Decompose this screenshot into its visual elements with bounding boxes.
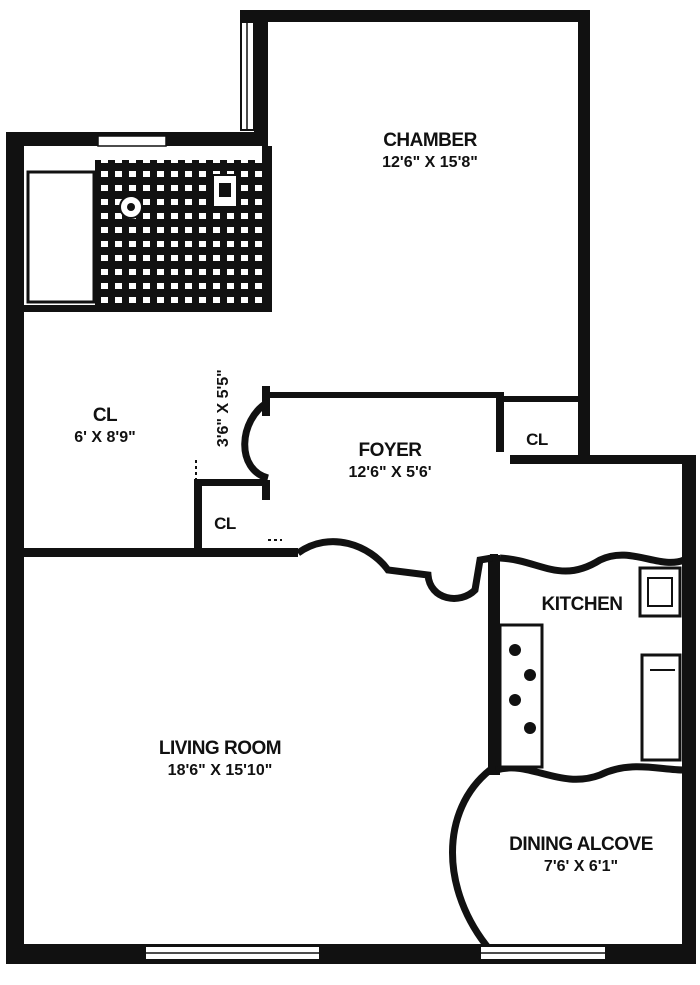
stove-icon (498, 623, 544, 769)
dining-alcove-dimensions: 7'6' X 6'1" (543, 857, 619, 875)
sink-icon (212, 174, 238, 208)
closet-foyer-name: CL (526, 430, 548, 449)
chamber-label: CHAMBER 12'6" X 15'8" (350, 130, 510, 172)
chamber-dimensions: 12'6" X 15'8" (382, 153, 478, 171)
toilet-icon (119, 195, 143, 219)
chamber-name: CHAMBER (383, 130, 477, 151)
closet-narrow-dimensions: 3'6" X 5'5" (214, 369, 232, 448)
living-room-label: LIVING ROOM 18'6" X 15'10" (130, 738, 310, 780)
kitchen-label: KITCHEN (522, 594, 642, 616)
closet-main-label: CL 6' X 8'9" (50, 405, 160, 447)
closet-foyer-label: CL (517, 430, 557, 450)
closet-hall-label: CL (205, 514, 245, 534)
living-room-dimensions: 18'6" X 15'10" (167, 761, 273, 779)
door-swing-icon (195, 400, 501, 541)
closet-main-name: CL (92, 405, 118, 426)
foyer-name: FOYER (358, 440, 422, 461)
window-icon (97, 21, 607, 961)
closet-narrow-label: 3'6" X 5'5" (213, 363, 233, 453)
refrigerator-icon (640, 653, 682, 762)
foyer-dimensions: 12'6" X 5'6' (348, 463, 432, 481)
dining-alcove-label: DINING ALCOVE 7'6' X 6'1" (484, 834, 678, 876)
closet-hall-name: CL (214, 514, 236, 533)
dining-alcove-name: DINING ALCOVE (509, 834, 653, 855)
foyer-label: FOYER 12'6" X 5'6' (320, 440, 460, 482)
closet-main-dimensions: 6' X 8'9" (74, 428, 136, 446)
living-room-name: LIVING ROOM (158, 738, 282, 759)
kitchen-name: KITCHEN (541, 594, 623, 615)
kitchen-sink-icon (638, 566, 682, 618)
curved-walls (241, 399, 686, 953)
